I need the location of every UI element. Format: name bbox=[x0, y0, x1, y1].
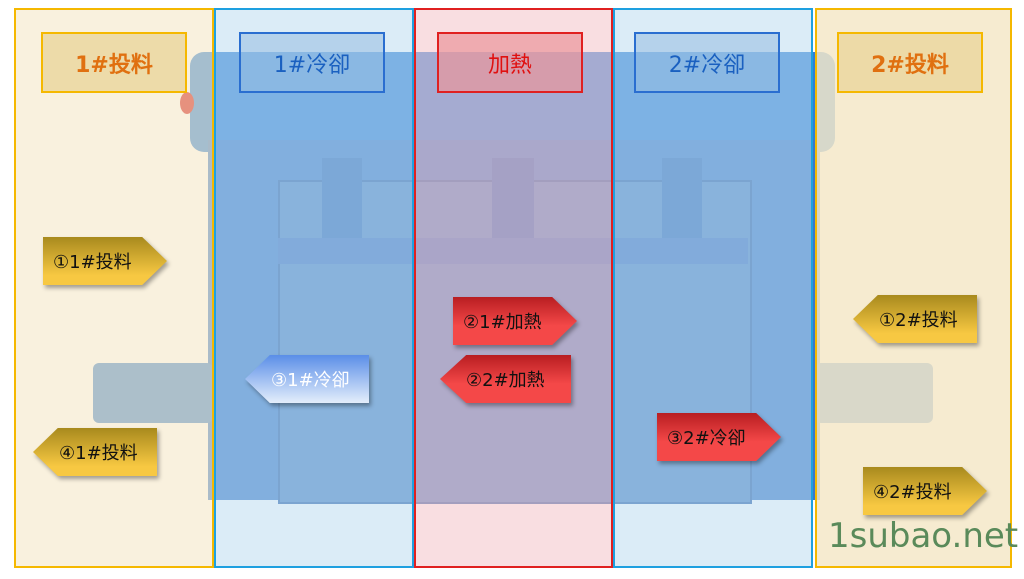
step-arrow-heat2: ②2#加熱 bbox=[440, 355, 571, 403]
step-arrow-feed2-out: ④2#投料 bbox=[863, 467, 987, 515]
header-cool2: 2#冷卻 bbox=[634, 32, 780, 93]
step-arrow-feed1-out: ④1#投料 bbox=[33, 428, 157, 476]
header-feed2: 2#投料 bbox=[837, 32, 983, 93]
header-heat: 加熱 bbox=[437, 32, 583, 93]
header-feed1: 1#投料 bbox=[41, 32, 187, 93]
step-label: ④1#投料 bbox=[59, 443, 138, 464]
step-arrow-feed2-in: ①2#投料 bbox=[853, 295, 977, 343]
step-arrow-cool1: ③1#冷卻 bbox=[245, 355, 369, 403]
step-label: ①2#投料 bbox=[879, 310, 958, 331]
step-label: ②1#加熱 bbox=[463, 312, 542, 333]
step-arrow-feed1-in: ①1#投料 bbox=[43, 237, 167, 285]
header-cool1: 1#冷卻 bbox=[239, 32, 385, 93]
step-arrow-heat1: ②1#加熱 bbox=[453, 297, 577, 345]
zone-cool1 bbox=[214, 8, 414, 568]
step-arrow-cool2: ③2#冷卻 bbox=[657, 413, 781, 461]
watermark: 1subao.net bbox=[828, 516, 1019, 556]
step-label: ②2#加熱 bbox=[466, 370, 545, 391]
step-label: ③1#冷卻 bbox=[271, 370, 350, 391]
zone-feed1 bbox=[14, 8, 214, 568]
step-label: ④2#投料 bbox=[873, 482, 952, 503]
step-label: ①1#投料 bbox=[53, 252, 132, 273]
step-label: ③2#冷卻 bbox=[667, 428, 746, 449]
zone-heat bbox=[414, 8, 613, 568]
zone-cool2 bbox=[613, 8, 813, 568]
